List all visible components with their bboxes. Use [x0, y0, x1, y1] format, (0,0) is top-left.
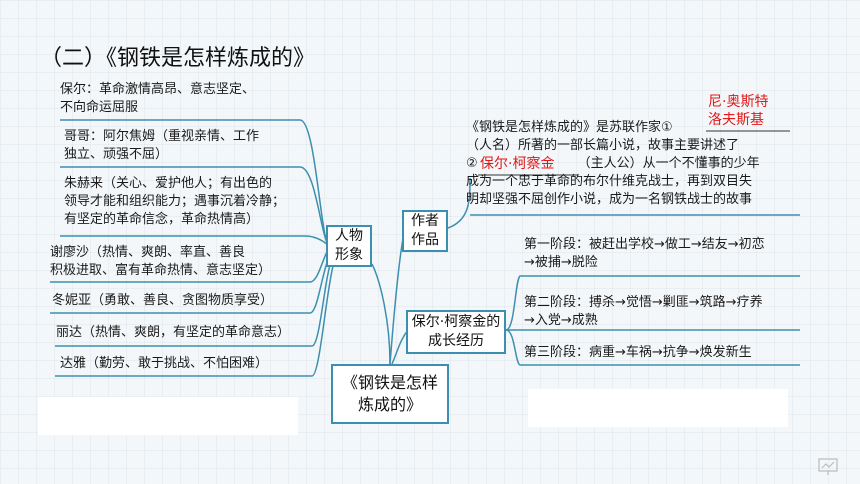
presentation-icon: [818, 458, 838, 475]
node-characters: 人物形象: [326, 225, 372, 267]
author-paragraph: 《钢铁是怎样炼成的》是苏联作家① （人名）所著的一部长篇小说，故事主要讲述了 ②…: [466, 120, 760, 207]
blank-box-right: [528, 389, 788, 427]
character-zhukhrai: 朱赫来（关心、爱护他人；有出色的 领导才能和组织能力；遇事沉着冷静； 有坚定的革…: [64, 176, 286, 227]
blank-box-left: [38, 397, 298, 435]
character-dasha: 达雅（勤劳、敢于挑战、不怕困难）: [60, 356, 269, 371]
stage-2: 第二阶段：搏杀→觉悟→剿匪→筑路→疗养 →入党→成熟: [524, 295, 763, 328]
stage-1: 第一阶段：被赶出学校→做工→结友→初恋 →被捕→脱险: [524, 237, 765, 270]
center-topic: 《钢铁是怎样炼成的》: [331, 364, 449, 424]
stage-3: 第三阶段：病重→车祸→抗争→焕发新生: [524, 345, 752, 360]
node-author-work: 作者作品: [402, 210, 448, 252]
page-title: （二）《钢铁是怎样炼成的》: [40, 46, 316, 71]
node-growth: 保尔·柯察金的成长经历: [406, 310, 506, 354]
character-paul: 保尔：革命激情高昂、意志坚定、 不向命运屈服: [60, 82, 256, 115]
answer-author-name: 尼·奥斯特 洛夫斯基: [708, 94, 769, 128]
character-seryozha: 谢廖沙（热情、爽朗、率直、善良 积极进取、富有革命热情、意志坚定）: [50, 245, 272, 278]
character-artyom: 哥哥：阿尔焦姆（重视亲情、工作 独立、顽强不屈）: [64, 129, 260, 162]
character-tonya: 冬妮亚（勇敢、善良、贪图物质享受）: [52, 293, 274, 308]
character-rita: 丽达（热情、爽朗，有坚定的革命意志）: [56, 325, 291, 340]
answer-protagonist: 保尔·柯察金: [480, 156, 555, 172]
